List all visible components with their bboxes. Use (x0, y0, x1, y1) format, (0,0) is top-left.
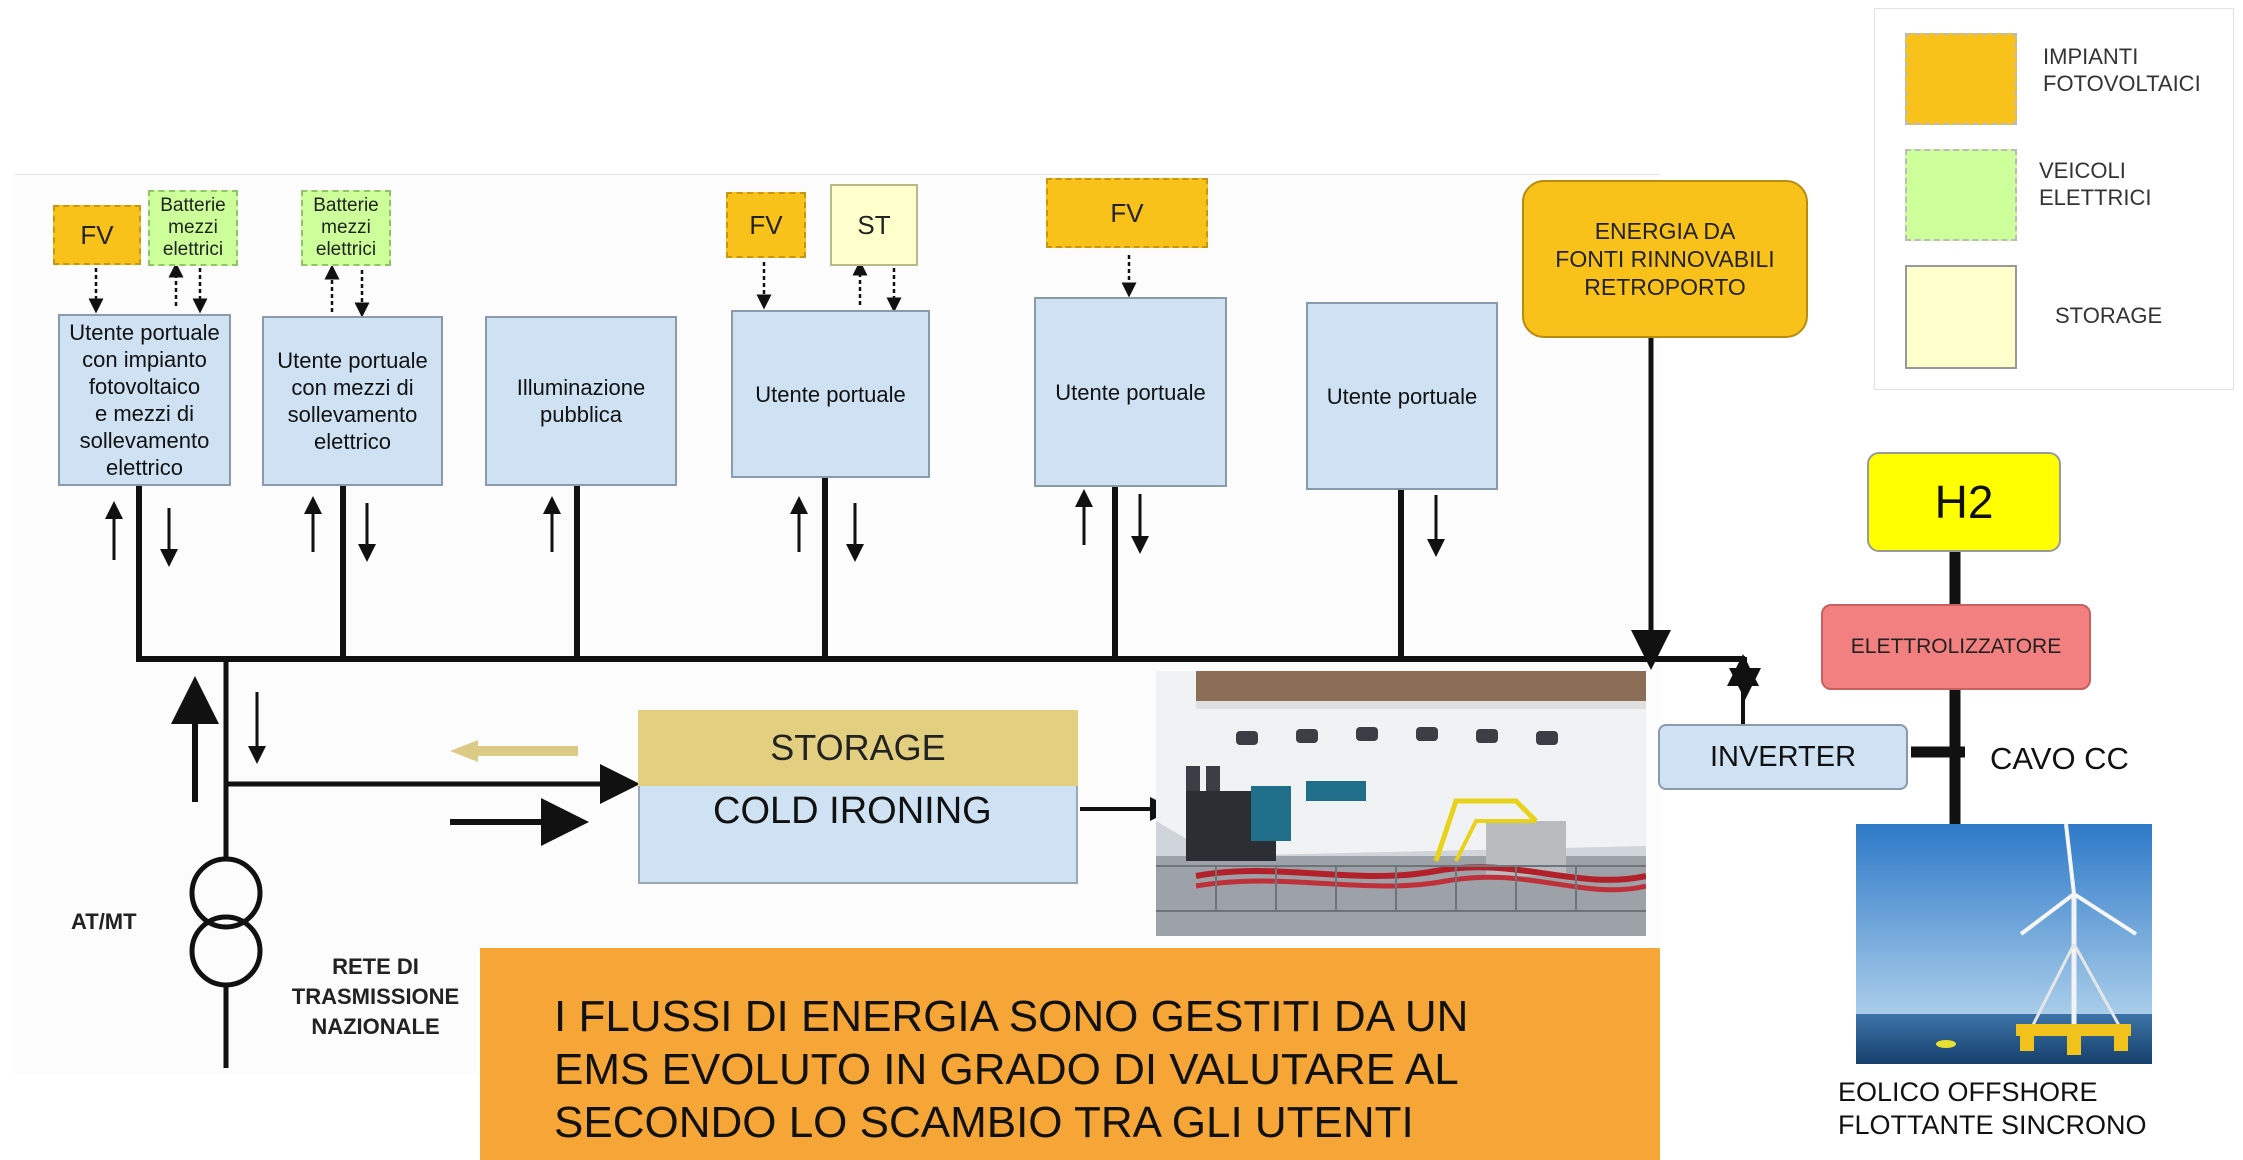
storage-block: STORAGE (638, 710, 1078, 786)
legend-label-storage: STORAGE (2055, 303, 2163, 328)
cavo-cc-label: CAVO CC (1990, 741, 2129, 776)
fv-box-3: FV (1046, 178, 1208, 248)
cold-ironing-label: COLD IRONING (713, 790, 992, 832)
at-mt-label: AT/MT (71, 909, 137, 934)
renewable-energy-box: ENERGIA DA FONTI RINNOVABILI RETROPORTO (1522, 180, 1808, 338)
legend-swatch-veicoli (1905, 149, 2017, 241)
user-box-5: Utente portuale (1034, 297, 1227, 487)
elettrolizzatore-box: ELETTROLIZZATORE (1821, 604, 2091, 690)
user-box-3: Illuminazione pubblica (485, 316, 677, 486)
legend-label-fotovoltaici: IMPIANTI FOTOVOLTAICI (2043, 44, 2201, 96)
transformer-symbol (189, 856, 263, 988)
legend: IMPIANTI FOTOVOLTAICI VEICOLI ELETTRICI … (1874, 8, 2234, 390)
fv-box-2: FV (726, 192, 806, 258)
cold-ironing-block: COLD IRONING (638, 786, 1078, 884)
eolico-label: EOLICO OFFSHORE FLOTTANTE SINCRONO (1838, 1077, 2147, 1140)
st-box: ST (830, 184, 918, 266)
h2-box: H2 (1867, 452, 2061, 552)
ship-photo-illustration (1156, 671, 1646, 936)
legend-swatch-fotovoltaici (1905, 33, 2017, 125)
user-box-6: Utente portuale (1306, 302, 1498, 490)
inverter-box: INVERTER (1658, 724, 1908, 790)
user-box-1: Utente portuale con impianto fotovoltaic… (58, 314, 231, 486)
user-box-2: Utente portuale con mezzi di sollevament… (262, 316, 443, 486)
legend-swatch-storage (1905, 265, 2017, 369)
ems-banner: I FLUSSI DI ENERGIA SONO GESTITI DA UN E… (480, 948, 1660, 1160)
batterie-box-2: Batterie mezzi elettrici (301, 190, 391, 266)
batterie-box-1: Batterie mezzi elettrici (148, 190, 238, 266)
rete-label: RETE DI TRASMISSIONE NAZIONALE (291, 954, 460, 1039)
ems-banner-text: I FLUSSI DI ENERGIA SONO GESTITI DA UN E… (554, 992, 1469, 1147)
fv-box-1: FV (53, 205, 141, 265)
user-box-4: Utente portuale (731, 310, 930, 478)
offshore-wind-illustration (1856, 824, 2152, 1064)
ship-photo (1156, 671, 1646, 936)
legend-label-veicoli: VEICOLI ELETTRICI (2039, 158, 2152, 210)
offshore-wind-photo (1856, 824, 2152, 1064)
